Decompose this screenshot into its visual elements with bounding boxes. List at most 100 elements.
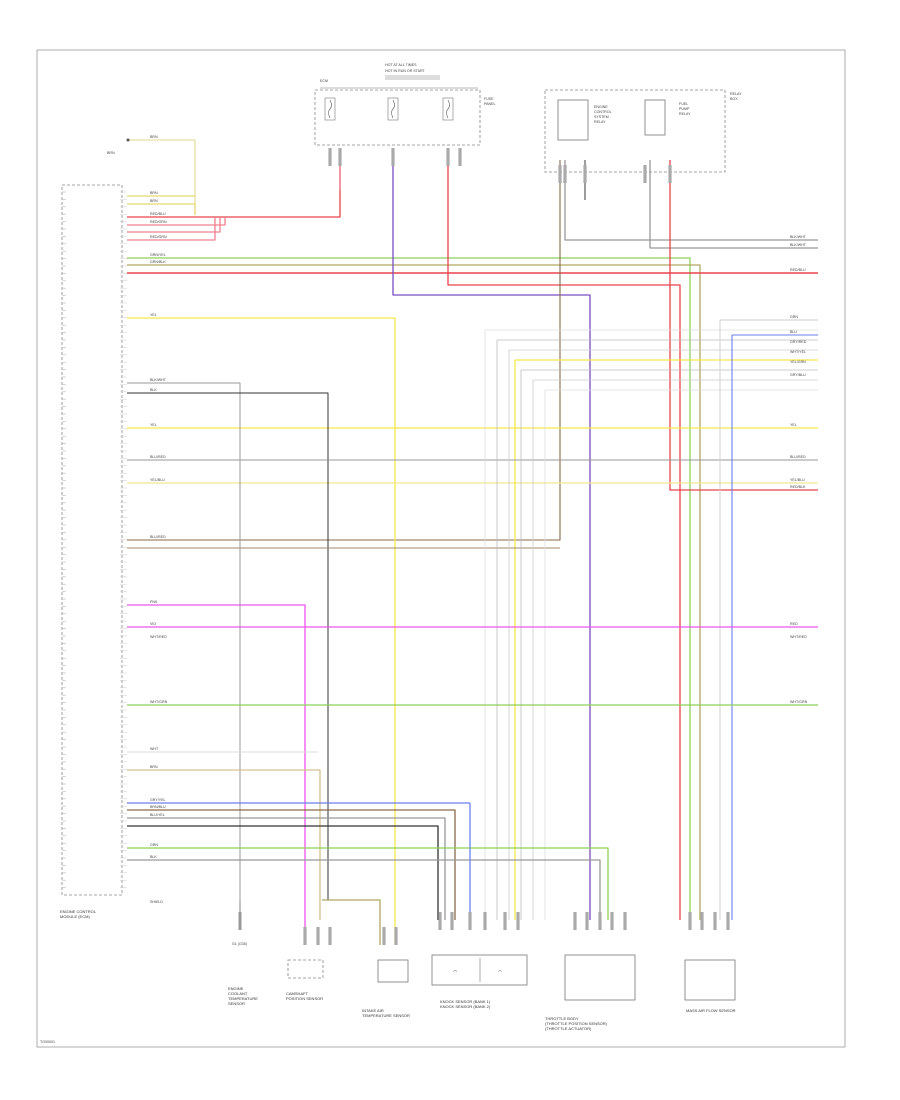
left-connector-label: BRN [107, 151, 115, 155]
connector-pin-3 [483, 912, 487, 930]
wire-yel-1 [127, 317, 396, 945]
right-wire-label: BLU [790, 330, 797, 334]
right-wire-label: RED [790, 622, 798, 626]
left-wire-label: YEL [150, 423, 157, 427]
wire-brn-low [127, 769, 321, 920]
wire-purple [392, 148, 591, 920]
left-wire-label: YEL/BLU [150, 478, 165, 482]
top-connector-pin-1 [338, 148, 342, 166]
left-wire-label: BLU/RED [150, 455, 166, 459]
wire-red-blu [127, 148, 341, 218]
left-wire-label: RED/GRN [150, 220, 167, 224]
right-wire-label: YEL/BLU [790, 478, 805, 482]
top-connector-pin-9 [668, 165, 672, 183]
left-wire-label: BLK/WHT [150, 378, 167, 382]
connector-pin-19 [382, 927, 386, 945]
connector-pin-14 [726, 912, 730, 930]
top-connector-pin-8 [643, 165, 647, 183]
ground-label: G1 (G35) [232, 942, 247, 946]
left-wire-label: WHT/GRN [150, 700, 168, 704]
top-connector-pin-7 [583, 165, 587, 183]
wire-brn-3 [127, 217, 226, 226]
right-wire-label: YEL/GRN [790, 360, 806, 364]
connector-pin-12 [700, 912, 704, 930]
left-connector: BRN [107, 138, 196, 215]
wire-blu-yel [127, 825, 439, 920]
svg-text:BOX: BOX [730, 97, 738, 101]
fuse-box: HOT AT ALL TIMES HOT IN RUN OR START ECM… [314, 63, 496, 146]
wire-blk-wht-1 [564, 160, 818, 241]
svg-text:PUMP: PUMP [679, 107, 690, 111]
wire-red-grn-1 [127, 217, 221, 233]
ecm-label-line2: MODULE (ECM) [60, 914, 90, 919]
svg-text:PANEL: PANEL [484, 102, 496, 106]
right-wire-label: BLK/WHT [790, 243, 807, 247]
left-wire-label: VIO [150, 622, 156, 626]
wire-grn-yel [127, 257, 691, 920]
main-relay-label-1: ENGINE [594, 105, 608, 109]
connector-pin-18 [328, 927, 332, 945]
left-wire-label: BLU/RED [150, 535, 166, 539]
wire-brn-blu [127, 809, 456, 920]
left-wire-label: PNK [150, 600, 158, 604]
wire-brn-2 [127, 203, 196, 215]
connector-pin-2 [468, 912, 472, 930]
left-wire-label: WHT/RED [150, 635, 167, 639]
left-wire-label: GRN [150, 843, 158, 847]
fuse-element [391, 99, 395, 119]
connector-pin-4 [503, 912, 507, 930]
wire-iat-2 [322, 899, 381, 945]
ecm-label: ENGINE CONTROL MODULE (ECM) [60, 909, 97, 919]
fuse-element [446, 99, 450, 119]
connector-pin-16 [303, 927, 307, 945]
top-connector-pin-3 [446, 148, 450, 166]
page-label: TG00001 [40, 1040, 55, 1044]
relay-box-label: RELAY [730, 92, 742, 96]
left-wire-label: YEL [150, 313, 157, 317]
right-wire-label: GRY/RED [790, 340, 807, 344]
svg-text:KNOCK SENSOR (BANK 1)KNOCK SEN: KNOCK SENSOR (BANK 1)KNOCK SENSOR (BANK … [440, 999, 491, 1009]
wire-blk [127, 392, 329, 900]
left-wire-label: SHIELD [150, 900, 163, 904]
fuse-box-title-2: HOT IN RUN OR START [385, 69, 426, 73]
component-knock-sensor: ⌒ ⌒ KNOCK SENSOR (BANK 1)KNOCK SENSOR (B… [431, 954, 528, 1009]
connector-pin-7 [585, 912, 589, 930]
connector-pin-17 [316, 927, 320, 945]
right-wire-label: RED/BLU [790, 268, 806, 272]
connector-pin-9 [610, 912, 614, 930]
component-throttle-body: THROTTLE BODY(THROTTLE POSITION SENSOR)(… [545, 954, 636, 1031]
relay-box: ENGINE CONTROL SYSTEM RELAY FUEL PUMP RE… [544, 89, 742, 173]
left-wire-label: GRN/BLK [150, 260, 166, 264]
wire-relay-red [669, 160, 818, 491]
connector-pin-6 [573, 912, 577, 930]
right-wire-label: YEL [790, 423, 797, 427]
svg-text:RELAY: RELAY [679, 112, 691, 116]
wire-blk-low [127, 859, 601, 920]
top-connector-pin-4 [458, 148, 462, 166]
component-maf-sensor: MASS AIR FLOW SENSOR [684, 959, 736, 1013]
left-wire-label: BRN/BLU [150, 805, 166, 809]
wire-red-fuse3 [447, 148, 681, 920]
left-wire-label: GRY/YEL [150, 798, 166, 802]
right-wire-label: GRN [790, 315, 798, 319]
wire-grn-low [127, 847, 609, 920]
ecm-pin-ticks [62, 191, 127, 888]
fuse-element [328, 99, 332, 119]
left-wire-label: BRN [150, 135, 158, 139]
left-wire-label: GRN/YEL [150, 253, 166, 257]
svg-text:CONTROL: CONTROL [594, 110, 612, 114]
wire-grn-blk [127, 264, 701, 920]
fuse-box-title-1: HOT AT ALL TIMES [385, 63, 417, 67]
left-wire-label: WHT [150, 747, 159, 751]
left-wire-label: BLU/YEL [150, 813, 165, 817]
ecm-label-line1: ENGINE CONTROL [60, 909, 97, 914]
connector-pin-0 [438, 912, 442, 930]
top-connector-pin-2 [391, 148, 395, 166]
left-wire-label: RED/GRN [150, 235, 167, 239]
